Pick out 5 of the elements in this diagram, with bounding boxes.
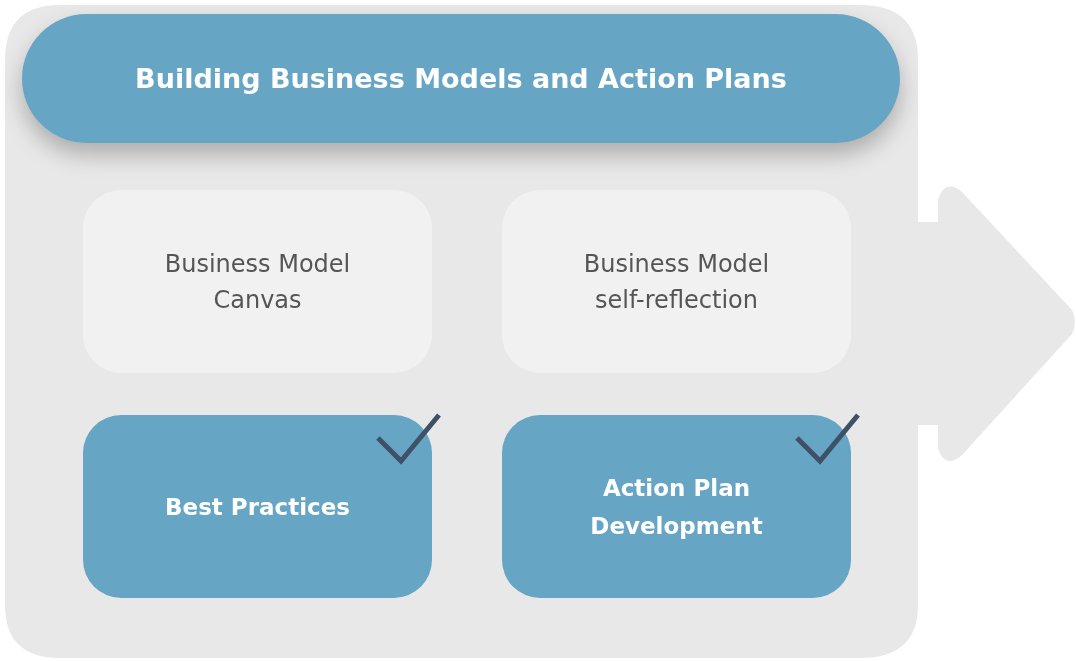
topic-card: Best Practices: [83, 415, 432, 598]
topic-card: Business Model Canvas: [83, 190, 432, 373]
topic-card: Business Model self-reflection: [502, 190, 851, 373]
title-banner: Building Business Models and Action Plans: [22, 14, 900, 143]
topic-card: Action Plan Development: [502, 415, 851, 598]
